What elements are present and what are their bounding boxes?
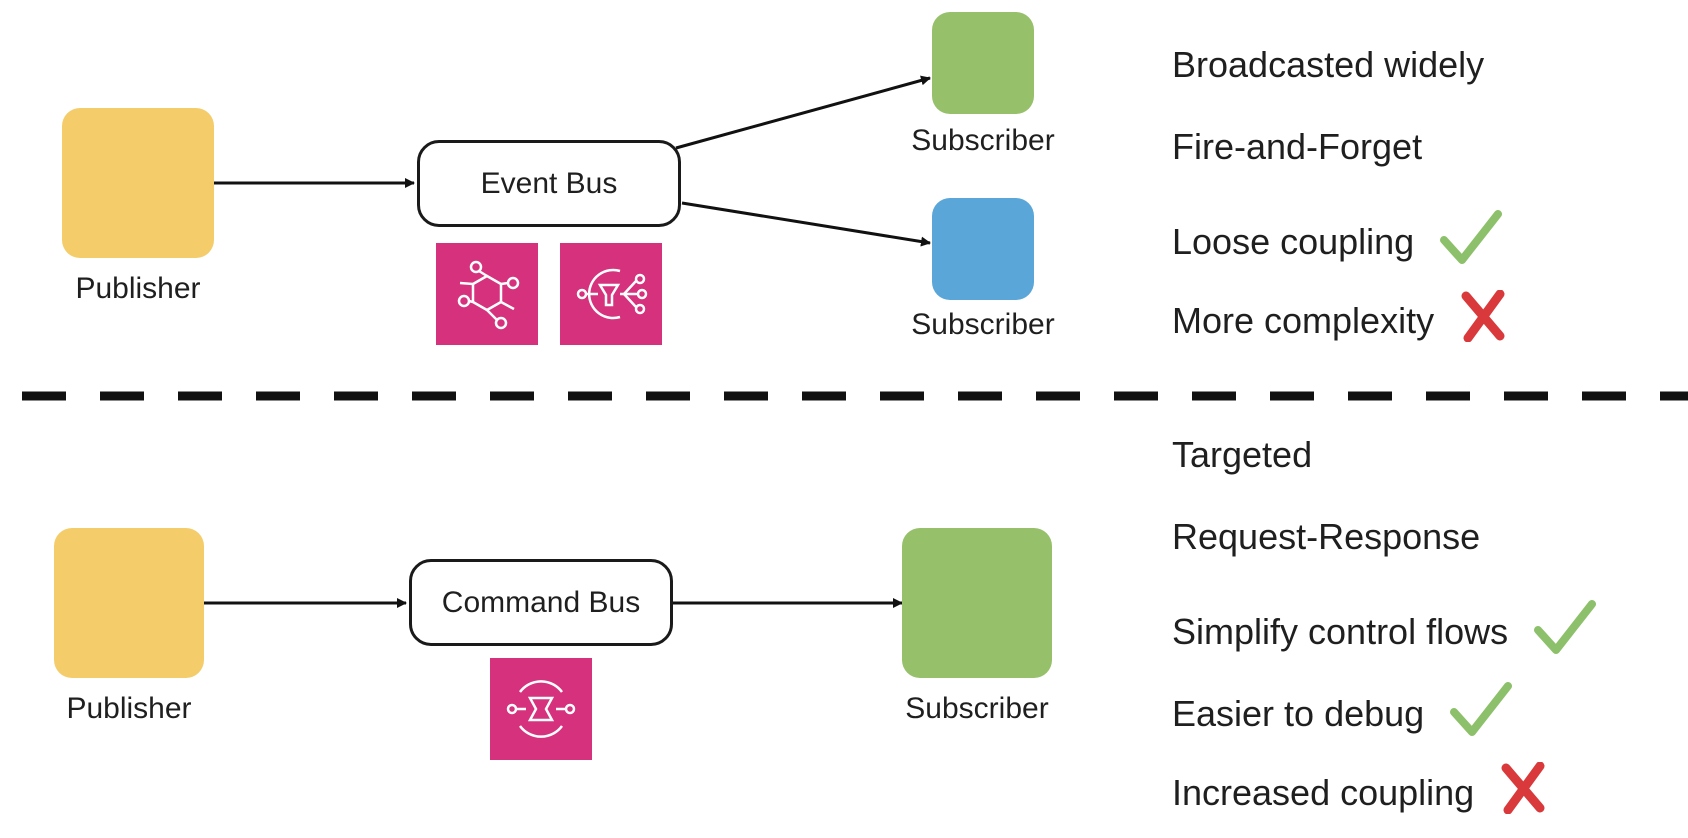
cross-icon	[1500, 761, 1546, 823]
bottom-property-3: Simplify control flows	[1172, 598, 1597, 665]
top-property-3: Loose coupling	[1172, 208, 1503, 275]
arrow-event-bus-to-subscriber-2	[681, 201, 931, 247]
bottom-property-1: Targeted	[1172, 434, 1313, 475]
bottom-subscriber-box	[902, 528, 1052, 678]
event-bus-label: Event Bus	[480, 166, 618, 200]
check-icon	[1534, 598, 1597, 665]
top-property-4: More complexity	[1172, 289, 1506, 351]
bottom-subscriber-label: Subscriber	[905, 692, 1049, 725]
arrow-event-bus-to-subscriber-1	[675, 75, 931, 150]
bottom-property-4: Easier to debug	[1172, 680, 1513, 747]
command-bus: Command Bus	[409, 559, 673, 646]
bottom-publisher-box	[54, 528, 204, 678]
top-subscriber-1-box	[932, 12, 1034, 114]
command-bus-label: Command Bus	[441, 585, 641, 619]
check-icon	[1440, 208, 1503, 275]
top-publisher-box	[62, 108, 214, 258]
top-property-1: Broadcasted widely	[1172, 44, 1485, 85]
top-subscriber-2-box	[932, 198, 1034, 300]
top-property-2: Fire-and-Forget	[1172, 126, 1423, 167]
cross-icon	[1460, 289, 1506, 351]
bottom-property-2: Request-Response	[1172, 516, 1481, 557]
eventbridge-icon	[436, 243, 538, 345]
top-subscriber-2-label: Subscriber	[911, 308, 1055, 341]
top-subscriber-1-label: Subscriber	[911, 124, 1055, 157]
check-icon	[1450, 680, 1513, 747]
bottom-publisher-label: Publisher	[66, 692, 192, 725]
sns-icon	[560, 243, 662, 345]
event-bus: Event Bus	[417, 140, 681, 227]
top-publisher-label: Publisher	[75, 272, 201, 305]
bottom-property-5: Increased coupling	[1172, 761, 1546, 823]
step-functions-icon	[490, 658, 592, 760]
